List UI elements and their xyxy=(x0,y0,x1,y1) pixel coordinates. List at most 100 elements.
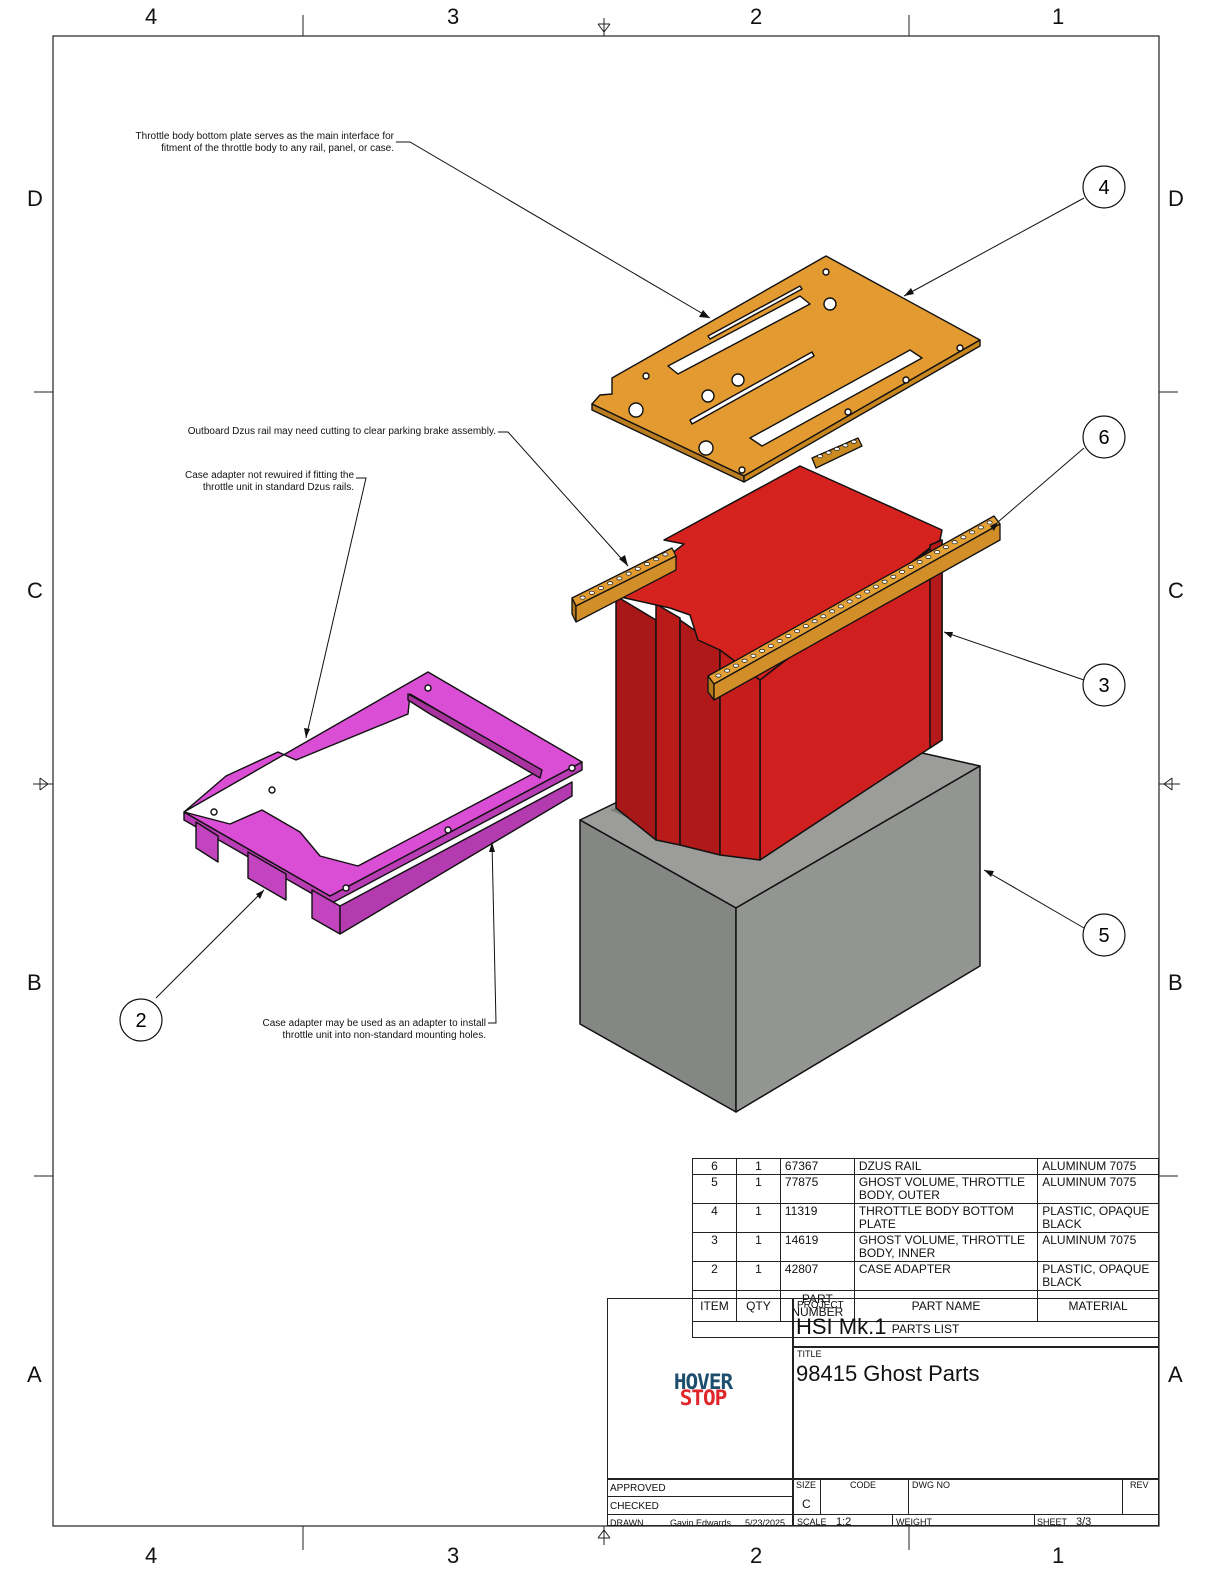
cell-qty: 1 xyxy=(735,1158,781,1175)
border xyxy=(52,35,1160,1527)
plate-slot-2 xyxy=(749,349,923,447)
drawn-by: Gavin Edwards xyxy=(670,1518,732,1528)
rail-hole xyxy=(925,555,932,559)
rail-hole xyxy=(644,562,650,566)
logo-bottom: STOP xyxy=(679,1386,728,1410)
title-block xyxy=(607,1298,1159,1526)
title-label: TITLE xyxy=(797,1349,822,1359)
leader-note-adapter-use xyxy=(488,841,497,1024)
inner-body-col-2 xyxy=(655,603,681,846)
project-label: PROJECT xyxy=(797,1300,844,1311)
cell-item: 6 xyxy=(692,1158,737,1175)
balloon-4: 4 xyxy=(1082,165,1126,209)
zone-row-label: D xyxy=(27,186,43,211)
adapter-leg-3-side xyxy=(339,781,573,935)
leader-balloon-4 xyxy=(903,197,1085,297)
balloon-2: 2 xyxy=(119,998,163,1042)
rail-hole xyxy=(776,639,783,643)
zone-row-label: A xyxy=(1168,1362,1183,1387)
center-mark-top xyxy=(597,18,611,36)
rail-hole xyxy=(960,535,967,540)
cell-part-number: 42807 xyxy=(779,1261,855,1291)
rail-hole xyxy=(942,545,949,550)
parts-list-title: PARTS LIST xyxy=(692,1321,1159,1338)
rail-hole xyxy=(977,525,984,530)
cell-part-number: 77875 xyxy=(779,1174,855,1204)
bottom-plate-part-4 xyxy=(591,255,981,483)
rail-hole xyxy=(817,454,824,459)
balloon-3: 3 xyxy=(1082,663,1126,707)
adapter-leg-2 xyxy=(247,851,287,901)
rail-hole xyxy=(872,584,879,589)
cell-item: 2 xyxy=(692,1261,737,1291)
rail-hole xyxy=(837,604,844,609)
inner-body-col-3 xyxy=(679,619,721,856)
rail-hole xyxy=(653,557,660,562)
rail-hole xyxy=(607,581,614,586)
rail-hole xyxy=(715,673,722,678)
zone-col-label: 3 xyxy=(447,1543,460,1568)
center-mark-bottom xyxy=(597,1526,611,1545)
note-outboard-rail: Outboard Dzus rail may need cutting to c… xyxy=(187,426,496,437)
zone-col-label: 1 xyxy=(1052,4,1065,29)
balloon-label: 6 xyxy=(1098,427,1109,449)
zone-row-label: C xyxy=(27,578,43,603)
rail-hole xyxy=(829,609,836,614)
rail-hole xyxy=(855,594,862,599)
rail-hole xyxy=(767,643,774,648)
rail-hole xyxy=(794,629,801,634)
outer-block-right xyxy=(735,765,981,1113)
zone-row-label: B xyxy=(27,970,42,995)
case-adapter-part-2 xyxy=(183,671,583,935)
rail-hole xyxy=(951,540,958,545)
zone-col-label: 2 xyxy=(750,4,763,29)
balloon-6: 6 xyxy=(1082,415,1126,459)
inner-body-side-edge xyxy=(929,539,943,749)
cell-material: PLASTIC, OPAQUE BLACK xyxy=(1037,1203,1159,1233)
cell-material: ALUMINUM 7075 xyxy=(1037,1232,1159,1262)
cell-part-number: 14619 xyxy=(779,1232,855,1262)
plate-edge-right xyxy=(743,339,981,483)
balloon-5: 5 xyxy=(1082,913,1126,957)
note-bottom-plate: Throttle body bottom plate serves as the… xyxy=(135,131,394,154)
rail-hole xyxy=(598,586,604,590)
leader-arrowheads xyxy=(256,288,998,899)
rail-hole xyxy=(864,589,871,594)
rail-hole xyxy=(890,574,897,579)
drawn-date: 5/23/2025 xyxy=(745,1518,786,1528)
leader-note-rail xyxy=(498,431,629,567)
plate-slot-1 xyxy=(667,295,811,375)
scale-label: SCALE xyxy=(797,1517,827,1527)
rail-hole xyxy=(881,579,888,584)
weight-label: WEIGHT xyxy=(896,1517,932,1527)
balloon-label: 5 xyxy=(1098,925,1109,947)
rail-hole xyxy=(899,569,906,574)
scale-value: 1:2 xyxy=(836,1516,852,1528)
rail-hole xyxy=(724,668,731,673)
zone-row-label: B xyxy=(1168,970,1183,995)
rail-hole xyxy=(969,530,976,535)
rail-hole xyxy=(842,443,849,448)
zone-col-label: 3 xyxy=(447,4,460,29)
center-mark-right xyxy=(1159,777,1180,791)
zone-row-label: C xyxy=(1168,578,1184,603)
adapter-leg-1 xyxy=(195,821,219,863)
cell-part-name: GHOST VOLUME, THROTTLE BODY, OUTER xyxy=(853,1174,1039,1204)
zone-col-label: 4 xyxy=(145,1543,158,1568)
rail-hole xyxy=(625,571,632,576)
inner-body-col-1 xyxy=(615,595,657,841)
rail-hole xyxy=(986,520,993,525)
cell-part-number: 11319 xyxy=(779,1203,855,1233)
leader-note-plate xyxy=(396,141,711,319)
cell-qty: 1 xyxy=(735,1261,781,1291)
plate-slit-1 xyxy=(707,285,803,340)
dzus-rail-part-6-rear xyxy=(571,437,863,623)
rail-hole xyxy=(634,566,641,571)
cell-part-number: 67367 xyxy=(779,1158,855,1175)
balloon-label: 4 xyxy=(1098,177,1109,199)
rail-hole xyxy=(850,439,857,444)
rail-hole xyxy=(741,658,748,663)
